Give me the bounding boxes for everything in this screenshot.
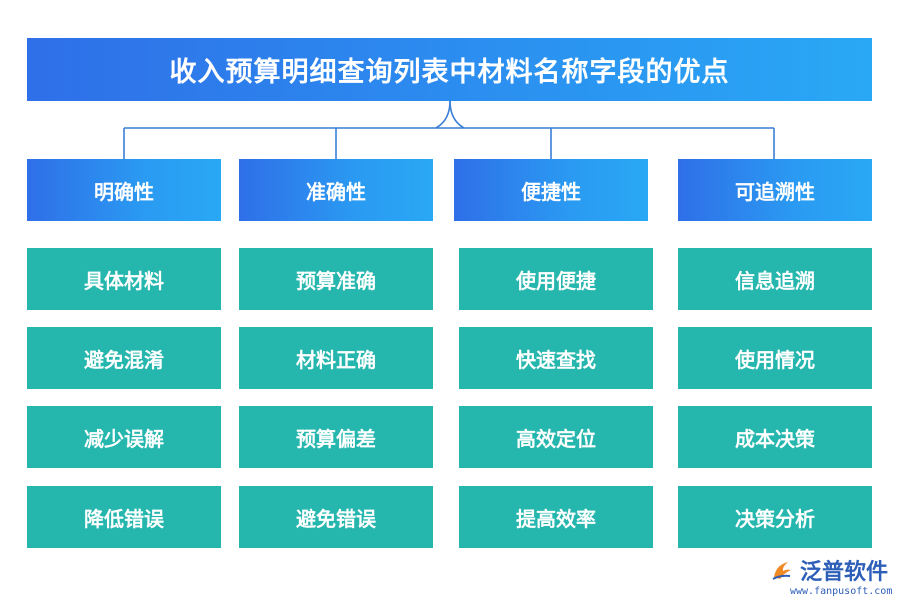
logo-mark-icon xyxy=(772,562,791,580)
item-cell: 使用便捷 xyxy=(459,248,653,310)
item-cell: 信息追溯 xyxy=(678,248,872,310)
item-cell: 预算偏差 xyxy=(239,406,433,468)
logo-url: www.fanpusoft.com xyxy=(790,586,893,597)
item-cell: 材料正确 xyxy=(239,327,433,389)
column-header-clarity: 明确性 xyxy=(27,159,221,221)
item-cell: 使用情况 xyxy=(678,327,872,389)
column-header-traceability: 可追溯性 xyxy=(678,159,872,221)
page-title: 收入预算明细查询列表中材料名称字段的优点 xyxy=(27,38,872,101)
item-cell: 减少误解 xyxy=(27,406,221,468)
item-cell: 避免错误 xyxy=(239,486,433,548)
item-cell: 快速查找 xyxy=(459,327,653,389)
item-cell: 决策分析 xyxy=(678,486,872,548)
column-header-accuracy: 准确性 xyxy=(239,159,433,221)
column-header-convenience: 便捷性 xyxy=(454,159,648,221)
item-cell: 避免混淆 xyxy=(27,327,221,389)
item-cell: 成本决策 xyxy=(678,406,872,468)
item-cell: 具体材料 xyxy=(27,248,221,310)
item-cell: 提高效率 xyxy=(459,486,653,548)
logo-name: 泛普软件 xyxy=(800,560,889,585)
brand-logo: 泛普软件 xyxy=(770,555,888,585)
item-cell: 高效定位 xyxy=(459,406,653,468)
item-cell: 预算准确 xyxy=(239,248,433,310)
item-cell: 降低错误 xyxy=(27,486,221,548)
